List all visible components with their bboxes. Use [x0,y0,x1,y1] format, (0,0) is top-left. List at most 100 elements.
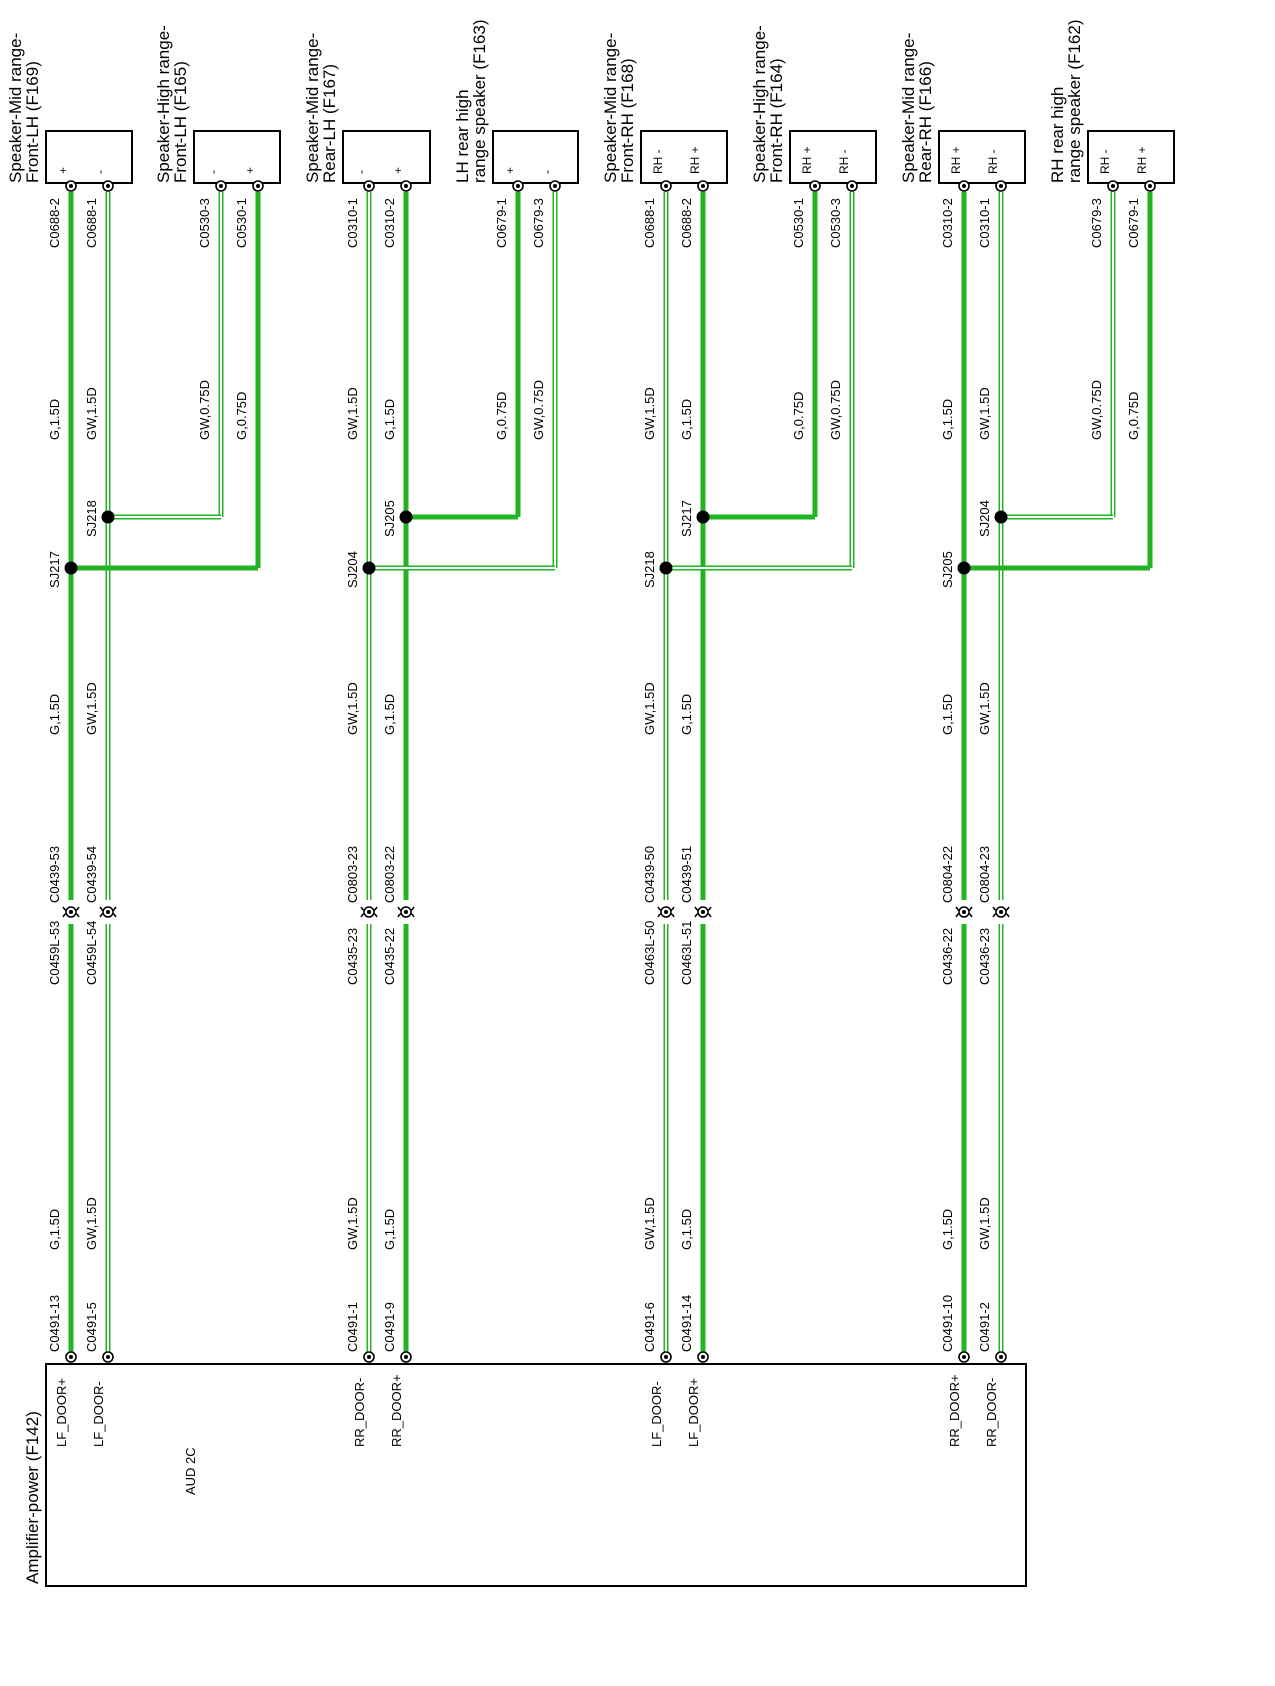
wire-spec-upper: GW,0.75D [531,380,546,440]
inline-connector [62,906,80,918]
terminal-pin [664,184,668,188]
wire-spec-lower: GW,1.5D [345,1197,360,1250]
speaker-connector-label: C0530-1 [791,198,806,248]
speaker-box [789,130,877,184]
terminal-pin [516,184,520,188]
terminal-pin [256,184,260,188]
speaker-pin-label: + [391,167,405,174]
wire-spec-mid: GW,1.5D [84,682,99,735]
wire-spec-lower: G,1.5D [679,1209,694,1250]
speaker-box [938,130,1026,184]
inline-connector-bottom: C0463L-50 [642,921,657,985]
speaker-terminal [809,180,821,192]
terminal-pin [404,1355,408,1359]
speaker-title-line2: range speaker (F163) [470,20,489,183]
wire-spec-mid: GW,1.5D [345,682,360,735]
splice-SJ217 [696,510,710,524]
speaker-pin-label: - [354,170,368,174]
speaker-pin-label: + [56,167,70,174]
splice-SJ205 [957,561,971,575]
speaker-box [193,130,281,184]
amplifier-connector-label: C0491-14 [679,1295,694,1352]
inline-pin [404,910,408,914]
speaker-pin-label: RH + [1135,146,1149,174]
speaker-title-line2: Rear-RH (F166) [916,61,935,183]
speaker-title-line2: Front-RH (F164) [767,58,786,183]
speaker-connector-label: C0688-2 [47,198,62,248]
wire-spec-upper: G,0.75D [1126,392,1141,440]
speaker-connector-label: C0679-1 [494,198,509,248]
amplifier-pin-label: RR_DOOR- [984,1378,999,1447]
amplifier-pin-label: LF_DOOR+ [54,1378,69,1447]
wire-spec-lower: GW,1.5D [642,1197,657,1250]
speaker-pin-label: - [93,170,107,174]
speaker-title-line2: Front-RH (F168) [618,58,637,183]
inline-connector-bottom: C0463L-51 [679,921,694,985]
wire-spec-mid: G,1.5D [382,694,397,735]
speaker-connector-label: C0530-1 [234,198,249,248]
wire-spec-upper: GW,0.75D [1089,380,1104,440]
terminal-pin [701,184,705,188]
wire-spec-upper: G,0.75D [791,392,806,440]
splice-SJ204 [362,561,376,575]
wire-spec-upper: GW,1.5D [642,387,657,440]
amplifier-terminal [400,1351,412,1363]
speaker-pin-label: RH + [800,146,814,174]
speaker-terminal [252,180,264,192]
amplifier-terminal [697,1351,709,1363]
speaker-title-line1: RH rear high [1048,87,1067,183]
inline-connector-bottom: C0436-23 [977,928,992,985]
wire-spec-mid: G,1.5D [47,694,62,735]
inline-connector [992,906,1010,918]
speaker-terminal [958,180,970,192]
speaker-pin-label: RH - [1098,149,1112,174]
speaker-connector-label: C0310-2 [940,198,955,248]
speaker-pin-label: RH - [651,149,665,174]
amplifier-terminal [363,1351,375,1363]
speaker-terminal [1107,180,1119,192]
wire-spec-upper: GW,0.75D [197,380,212,440]
amplifier-terminal [65,1351,77,1363]
speaker-terminal [400,180,412,192]
speaker-pin-label: RH - [837,149,851,174]
wire-spec-upper: GW,1.5D [84,387,99,440]
speaker-pin-label: RH + [949,146,963,174]
terminal-pin [106,184,110,188]
wire-spec-lower: GW,1.5D [977,1197,992,1250]
inline-connector-top: C0804-22 [940,846,955,903]
speaker-pin-label: + [243,167,257,174]
inline-connector [397,906,415,918]
wire-spec-lower: G,1.5D [47,1209,62,1250]
splice-SJ205 [399,510,413,524]
speaker-title-line1: Speaker-High range- [154,25,173,183]
wire-spec-upper: G,1.5D [940,399,955,440]
speaker-box [45,130,133,184]
amplifier-connector-label: C0491-1 [345,1302,360,1352]
wire-spec-upper: G,0.75D [234,392,249,440]
inline-connector-top: C0439-53 [47,846,62,903]
terminal-pin [850,184,854,188]
speaker-connector-label: C0310-1 [345,198,360,248]
amplifier-terminal [995,1351,1007,1363]
amplifier-pin-label: LF_DOOR- [649,1381,664,1447]
speaker-connector-label: C0679-1 [1126,198,1141,248]
amplifier-note: AUD 2C [183,1447,198,1495]
wire-spec-upper: GW,1.5D [977,387,992,440]
speaker-title-line1: Speaker-High range- [750,25,769,183]
speaker-connector-label: C0688-1 [642,198,657,248]
terminal-pin [219,184,223,188]
wire-spec-mid: G,1.5D [679,694,694,735]
splice-label: SJ205 [940,551,955,588]
speaker-box [640,130,728,184]
wire-spec-upper: GW,1.5D [345,387,360,440]
speaker-terminal [102,180,114,192]
amplifier-terminal [660,1351,672,1363]
amplifier-pin-label: LF_DOOR- [91,1381,106,1447]
speaker-pin-label: - [540,170,554,174]
terminal-pin [962,184,966,188]
wire-spec-upper: GW,0.75D [828,380,843,440]
splice-label: SJ217 [679,500,694,537]
inline-pin [367,910,371,914]
speaker-box [342,130,431,184]
speaker-connector-label: C0688-1 [84,198,99,248]
